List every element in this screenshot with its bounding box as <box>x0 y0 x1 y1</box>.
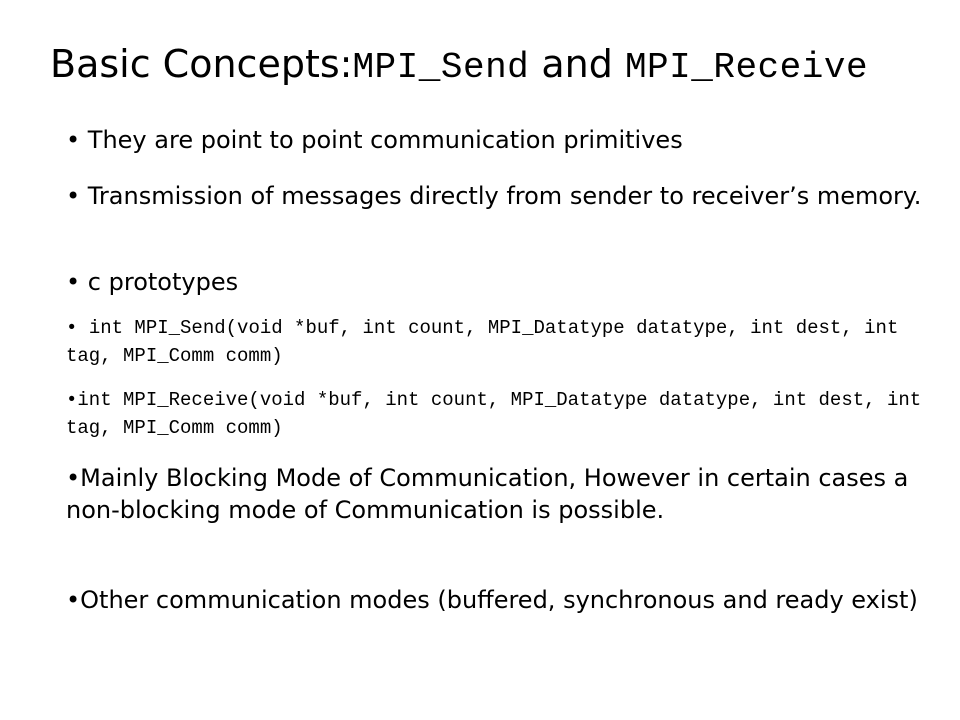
bullet-marker: • <box>66 317 89 339</box>
bullet-marker: • <box>66 464 81 492</box>
bullet-text: Mainly Blocking Mode of Communication, H… <box>66 464 909 524</box>
bullet-marker: • <box>66 182 88 210</box>
bullet-marker: • <box>66 268 88 296</box>
title-term-mpi-receive: MPI_Receive <box>624 47 869 88</box>
bullet-text: Other communication modes (buffered, syn… <box>80 586 918 614</box>
bullet-text: c prototypes <box>87 268 239 296</box>
bullet-marker: • <box>66 389 78 411</box>
bullet-item: •Other communication modes (buffered, sy… <box>66 584 918 616</box>
code-text: int MPI_Send(void *buf, int count, MPI_D… <box>66 317 899 367</box>
title-term-mpi-send: MPI_Send <box>352 47 530 88</box>
bullet-text: They are point to point communication pr… <box>87 126 683 154</box>
bullet-marker: • <box>66 126 88 154</box>
title-prefix: Basic Concepts: <box>50 42 353 86</box>
title-conjunction: and <box>529 42 625 86</box>
bullet-text: Transmission of messages directly from s… <box>87 182 922 210</box>
code-bullet-mpi-receive-prototype: •int MPI_Receive(void *buf, int count, M… <box>66 386 926 442</box>
bullet-item: • c prototypes <box>66 266 238 298</box>
bullet-item: •Mainly Blocking Mode of Communication, … <box>66 462 926 526</box>
slide-title: Basic Concepts:MPI_Send and MPI_Receive <box>50 38 940 94</box>
bullet-item: • They are point to point communication … <box>66 124 683 156</box>
bullet-marker: • <box>66 586 81 614</box>
bullet-item: • Transmission of messages directly from… <box>66 180 921 212</box>
code-bullet-mpi-send-prototype: • int MPI_Send(void *buf, int count, MPI… <box>66 314 926 370</box>
code-text: int MPI_Receive(void *buf, int count, MP… <box>66 389 922 439</box>
